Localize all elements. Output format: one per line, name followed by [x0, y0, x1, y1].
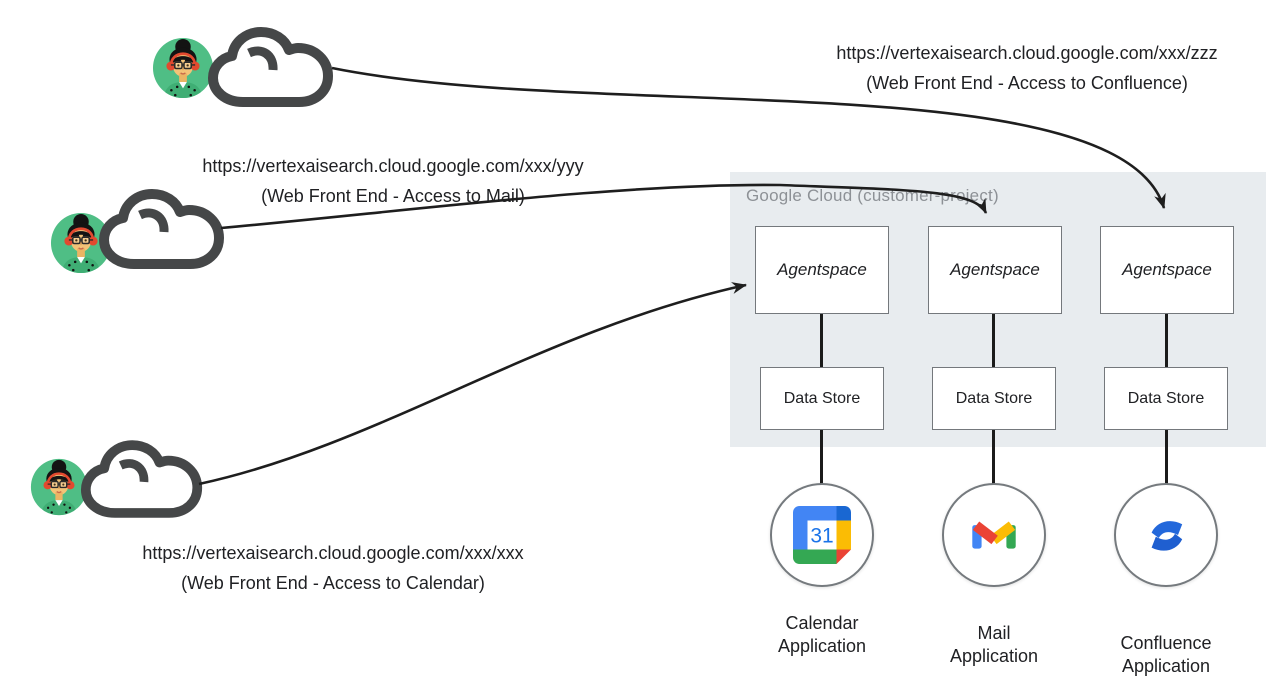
cloud-icon [99, 189, 224, 269]
app-label-mail: Mail Application [949, 623, 1039, 666]
mail-app-circle [942, 483, 1046, 587]
user-avatar-icon [30, 458, 88, 516]
google-calendar-icon: 31 [793, 506, 851, 564]
agentspace-label: Agentspace [1122, 260, 1212, 279]
calendar-day-number: 31 [810, 524, 833, 547]
datastore-label: Data Store [1127, 389, 1205, 407]
datastore-box: Data Store [1104, 367, 1228, 430]
request-caption: (Web Front End - Access to Mail) [261, 186, 525, 206]
request-url: https://vertexaisearch.cloud.google.com/… [836, 43, 1218, 63]
cloud-icon [208, 27, 333, 107]
app-label-confluence: Confluence Application [1120, 633, 1212, 676]
agentspace-label: Agentspace [950, 260, 1040, 279]
cloud-icon [80, 440, 203, 518]
agentspace-box: Agentspace [755, 226, 889, 314]
request-arrow-calendar [198, 282, 747, 486]
confluence-icon [1151, 521, 1183, 551]
google-cloud-label: Google Cloud (customer-project) [746, 186, 999, 205]
user-avatar-icon [50, 212, 112, 274]
request-caption: (Web Front End - Access to Calendar) [181, 573, 485, 593]
datastore-box: Data Store [760, 367, 884, 430]
user-avatar-icon [152, 37, 214, 99]
request-label-mail: https://vertexaisearch.cloud.google.com/… [143, 151, 643, 211]
agentspace-box: Agentspace [1100, 226, 1234, 314]
datastore-box: Data Store [932, 367, 1056, 430]
gmail-icon [972, 521, 1016, 549]
agentspace-label: Agentspace [777, 260, 867, 279]
request-label-confluence: https://vertexaisearch.cloud.google.com/… [777, 38, 1277, 98]
connector-line [1165, 429, 1168, 486]
app-label-calendar: Calendar Application [777, 613, 867, 656]
connector-line [992, 429, 995, 486]
request-url: https://vertexaisearch.cloud.google.com/… [142, 543, 524, 563]
confluence-app-circle [1114, 483, 1218, 587]
request-url: https://vertexaisearch.cloud.google.com/… [202, 156, 584, 176]
datastore-label: Data Store [955, 389, 1033, 407]
request-label-calendar: https://vertexaisearch.cloud.google.com/… [83, 538, 583, 598]
connector-line [1165, 313, 1168, 368]
connector-line [992, 313, 995, 368]
datastore-label: Data Store [783, 389, 861, 407]
agentspace-box: Agentspace [928, 226, 1062, 314]
calendar-app-circle: 31 [770, 483, 874, 587]
connector-line [820, 313, 823, 368]
connector-line [820, 429, 823, 486]
request-caption: (Web Front End - Access to Confluence) [866, 73, 1188, 93]
